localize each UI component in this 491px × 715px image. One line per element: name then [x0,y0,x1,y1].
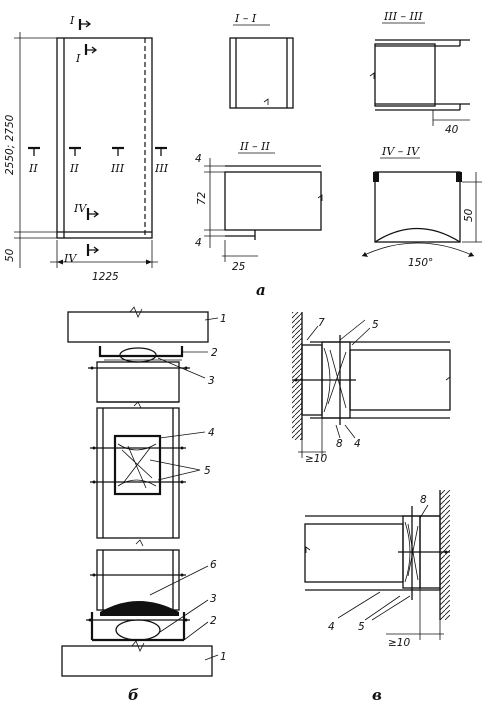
svg-text:I – I: I – I [234,12,257,25]
figure-label-v: в [372,686,382,704]
svg-text:50: 50 [463,208,475,222]
callout-b-5: 5 [204,465,211,477]
section-4-4: IV – IV 150° 50 [361,145,482,269]
svg-text:II – II: II – II [239,140,271,153]
svg-text:150°: 150° [408,257,433,269]
dim-gap-bottom: ≥10 [388,637,410,649]
section-marker-4-inner: IV [73,202,100,220]
section-2-2: II – II 4 72 4 25 [195,140,323,273]
section-1-1: I – I [229,12,294,109]
callout-v-5-bottom: 5 [358,621,365,633]
callout-b-2-top: 2 [211,347,218,359]
section-marker-3-right: III [154,146,169,175]
figure-v-top-detail [292,312,451,458]
callout-b-3-bottom: 3 [210,593,217,605]
callout-v-8-bottom: 8 [420,494,427,506]
svg-text:I: I [75,52,81,65]
callout-b-2-bottom: 2 [210,615,217,627]
svg-text:IV: IV [73,202,87,215]
callout-b-3-top: 3 [208,375,215,387]
section-marker-2-left: II [28,146,40,175]
section-marker-4-bottom: IV [63,244,100,265]
svg-text:72: 72 [196,191,208,205]
callout-v-4-top: 4 [354,438,361,450]
dim-width: 1225 [92,271,119,283]
svg-text:II: II [69,162,79,175]
figure-label-a: а [256,281,266,299]
section-3-3: III – III 40 [369,10,470,136]
svg-text:II: II [28,162,38,175]
svg-text:III: III [154,162,169,175]
svg-text:4: 4 [195,153,202,165]
panel-elevation [14,32,158,268]
svg-text:4: 4 [195,237,202,249]
svg-text:III – III: III – III [383,10,423,23]
callout-b-6: 6 [210,559,217,571]
figure-label-b: б [128,686,139,704]
dim-gap-top: ≥10 [305,453,327,465]
callout-v-4-bottom: 4 [328,621,335,633]
figure-b-assembly [61,306,219,677]
section-marker-3-mid: III [110,146,125,175]
callout-v-5-top: 5 [372,319,379,331]
svg-text:III: III [110,162,125,175]
dim-height: 2550; 2750 [4,114,16,175]
svg-text:I: I [69,14,75,27]
callout-b-4: 4 [208,427,215,439]
figure-v-bottom-detail [304,490,450,640]
section-marker-1-top: I [69,14,92,30]
callout-b-1-top: 1 [220,313,227,325]
svg-text:IV: IV [63,252,77,265]
svg-text:40: 40 [445,124,459,136]
svg-text:25: 25 [232,261,246,273]
callout-v-7: 7 [318,317,325,329]
dim-bottom-offset: 50 [4,248,16,262]
section-marker-1-inner: I [75,44,98,65]
svg-text:IV – IV: IV – IV [381,145,420,158]
callout-v-8-top: 8 [336,438,343,450]
callout-b-1-bottom: 1 [220,651,227,663]
section-marker-2-mid: II [69,146,81,175]
